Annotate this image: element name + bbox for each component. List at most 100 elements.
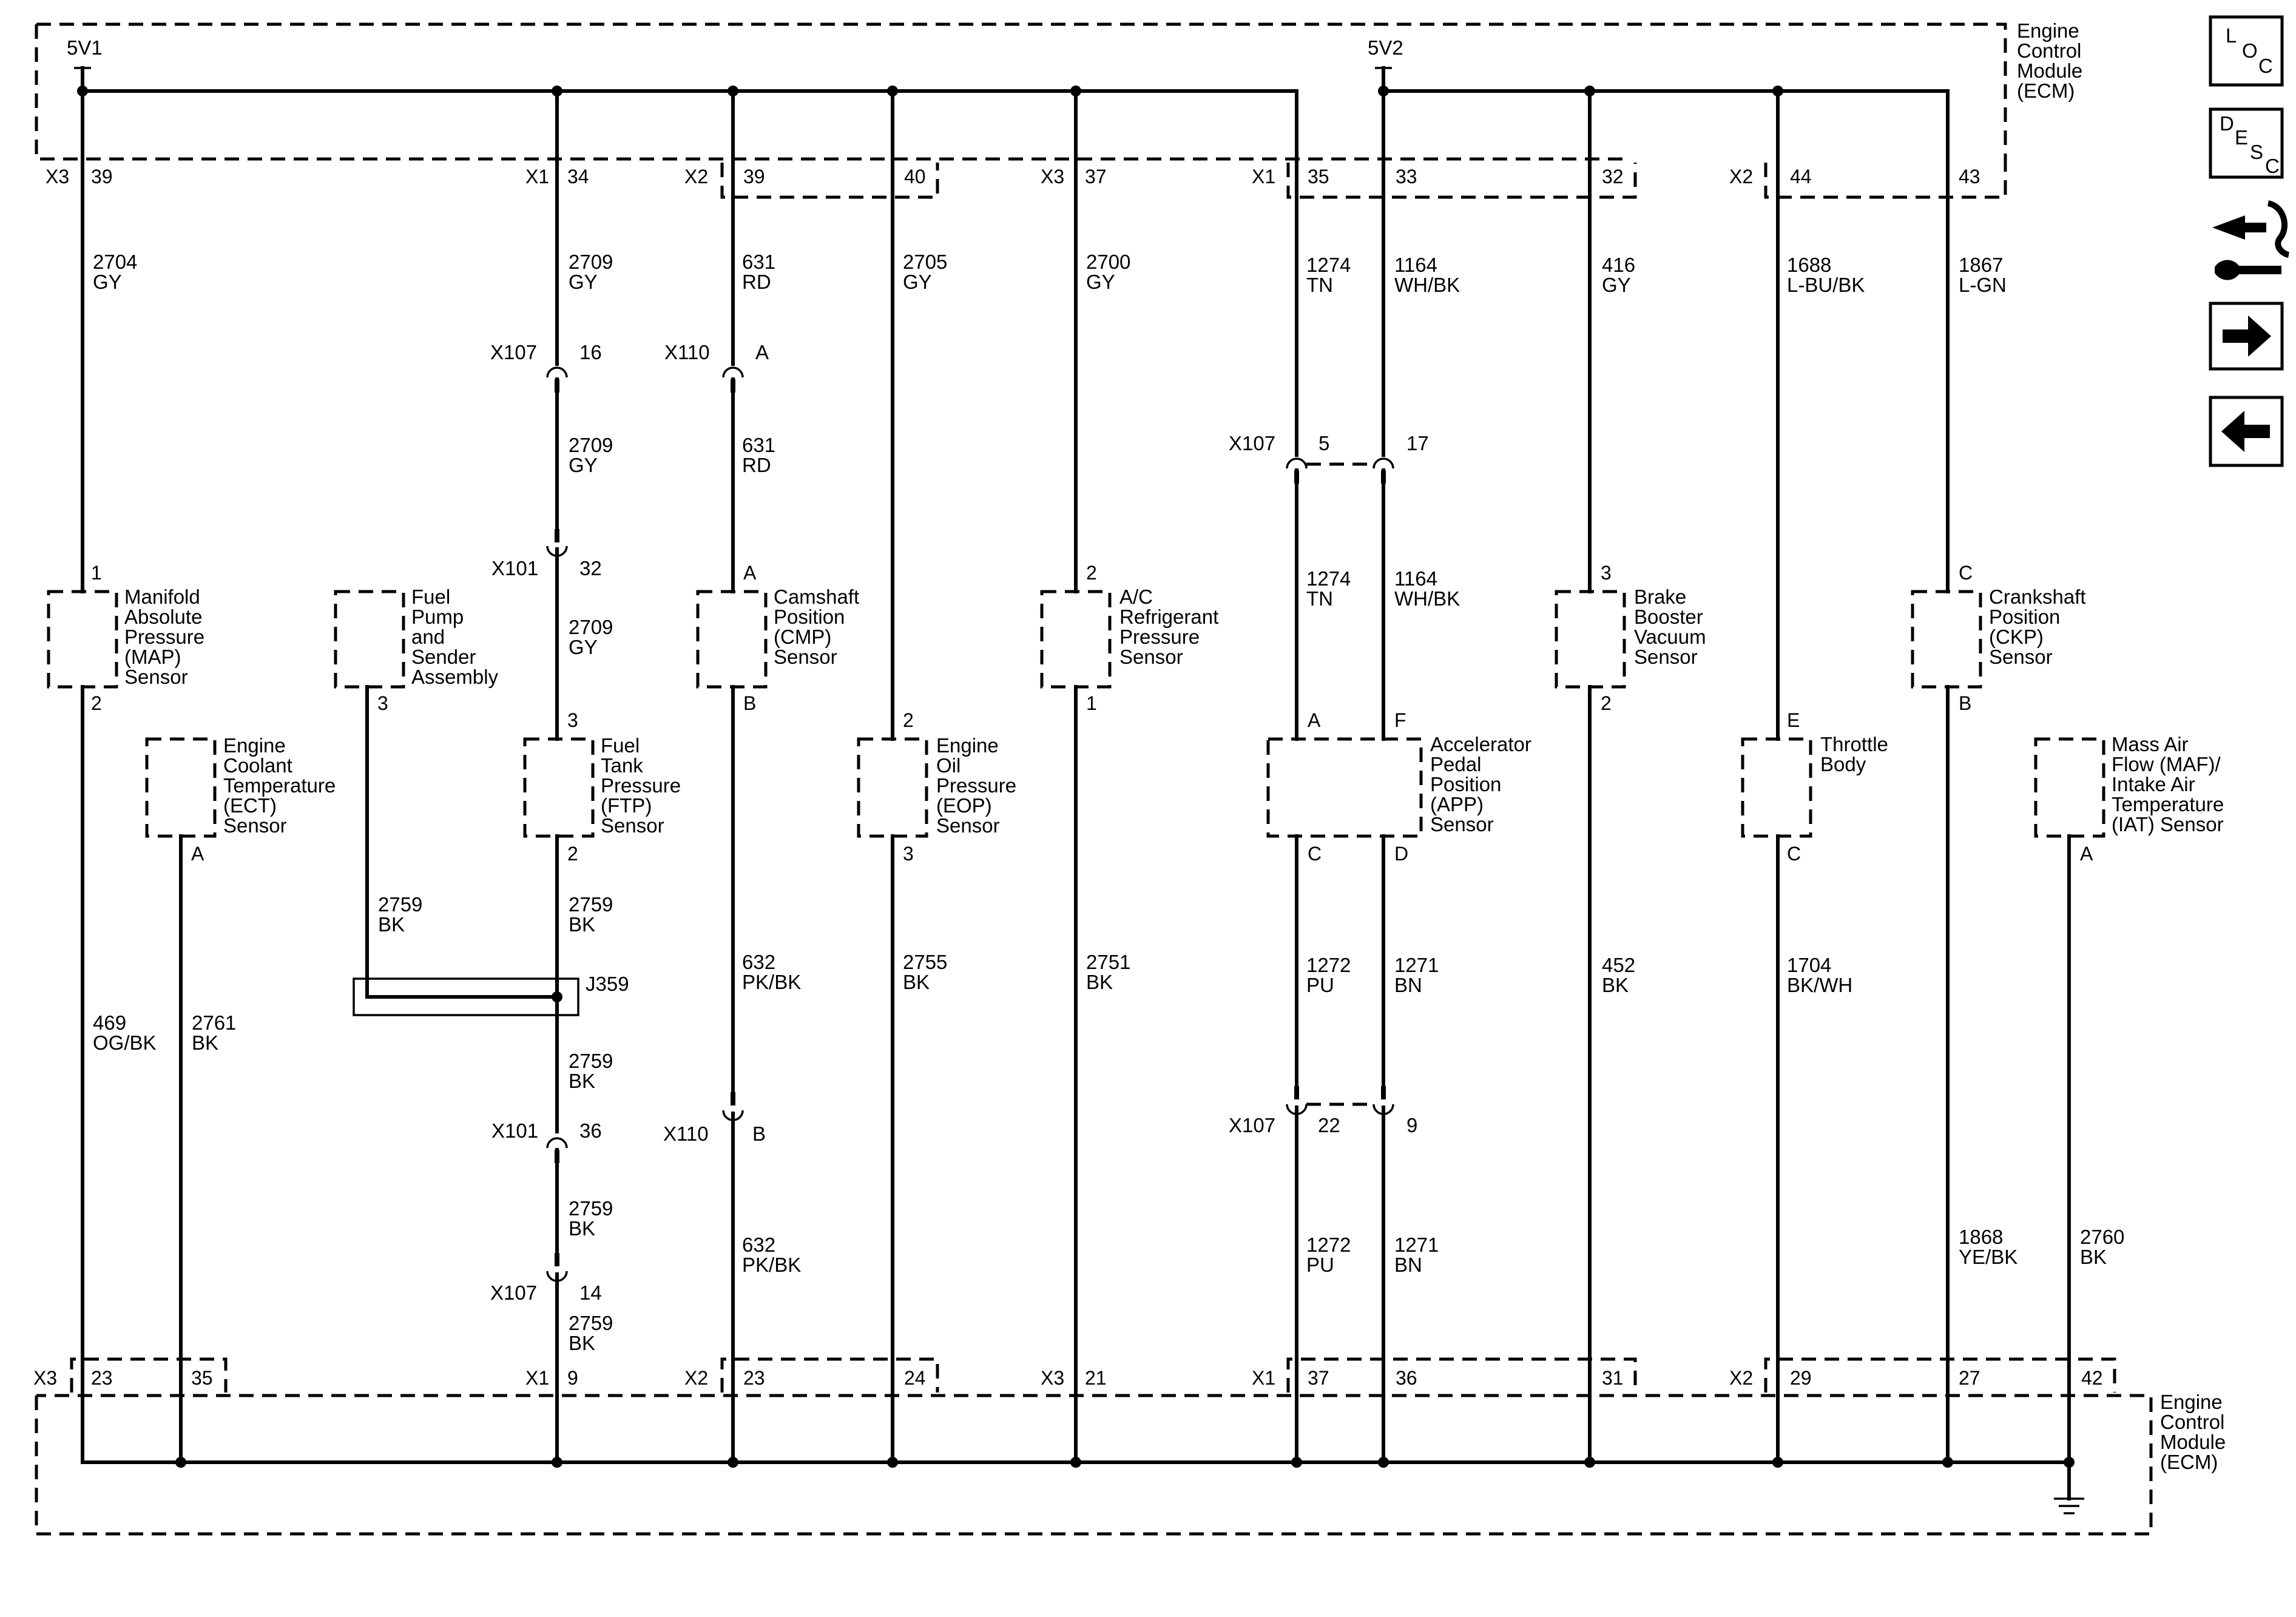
bottom-pin-label: 37 (1308, 1367, 1329, 1389)
top-pin-label: 39 (91, 166, 113, 187)
inline-connector-label: X107 (1229, 432, 1275, 454)
ftp-sensor: 3 2 Fuel Tank Pressure (FTP) Sensor (523, 709, 681, 865)
ckp-sensor: C B Crankshaft Position (CKP) Sensor (1911, 562, 2086, 714)
top-pin-label: 43 (1959, 166, 1980, 187)
svg-text:GY: GY (1086, 271, 1115, 293)
svg-text:Assembly: Assembly (411, 666, 499, 688)
svg-text:D: D (2220, 112, 2234, 135)
ecm-top-module: Engine Control Module (ECM) (35, 19, 2082, 161)
bottom-connector-brackets (70, 1357, 2116, 1393)
next-button[interactable] (2209, 302, 2284, 371)
eop-sensor: 2 3 Engine Oil Pressure (EOP) Sensor (857, 709, 1016, 865)
svg-text:Pressure: Pressure (1119, 626, 1200, 648)
svg-text:BK: BK (1086, 971, 1113, 993)
svg-text:(ECT): (ECT) (223, 794, 277, 817)
svg-text:PK/BK: PK/BK (742, 1254, 801, 1276)
svg-text:C: C (2265, 155, 2280, 177)
svg-text:E: E (1787, 709, 1800, 731)
svg-text:2759: 2759 (569, 1312, 613, 1334)
svg-text:(APP): (APP) (1430, 793, 1484, 815)
svg-text:BK: BK (569, 1217, 595, 1240)
svg-text:A/C: A/C (1119, 586, 1153, 608)
svg-text:2759: 2759 (569, 1197, 613, 1220)
svg-text:Position: Position (774, 606, 845, 628)
svg-text:Mass Air: Mass Air (2112, 733, 2189, 755)
svg-text:BK: BK (2080, 1246, 2107, 1268)
inline-connector-pin: 14 (579, 1281, 602, 1304)
svg-text:L-GN: L-GN (1959, 274, 2007, 296)
bottom-pin-label: 36 (1396, 1367, 1417, 1389)
top-pin-label: 40 (904, 166, 926, 187)
bottom-pin-label: 42 (2081, 1367, 2103, 1389)
svg-text:TN: TN (1306, 274, 1333, 296)
inline-connector-pin: 36 (579, 1119, 602, 1142)
inline-connector-pin: 32 (579, 557, 602, 579)
svg-text:2759: 2759 (569, 893, 613, 916)
throttle-body: E C Throttle Body (1741, 709, 1888, 865)
bottom-pin-label: 29 (1790, 1367, 1812, 1389)
svg-text:Pedal: Pedal (1430, 753, 1481, 775)
svg-text:Sensor: Sensor (1634, 646, 1698, 668)
svg-text:BK/WH: BK/WH (1787, 974, 1852, 996)
svg-text:3: 3 (903, 843, 914, 865)
svg-text:2709: 2709 (569, 251, 613, 273)
inline-connector-pin: 17 (1406, 432, 1429, 454)
svg-text:1271: 1271 (1394, 1234, 1439, 1256)
svg-text:Pressure: Pressure (601, 774, 681, 797)
svg-text:1272: 1272 (1306, 954, 1351, 976)
bottom-pin-label: 21 (1085, 1367, 1107, 1389)
svg-text:2700: 2700 (1086, 251, 1130, 273)
bottom-pin-label: 27 (1959, 1367, 1980, 1389)
splice-label: J359 (586, 973, 629, 995)
connector-tool-button[interactable] (2212, 200, 2290, 280)
svg-text:Position: Position (1989, 606, 2060, 628)
svg-text:632: 632 (742, 1234, 775, 1256)
inline-connector-symbols: X107 16 X110 A X101 32 X107 5 17 X101 36… (490, 341, 1429, 1304)
svg-text:2705: 2705 (903, 251, 947, 273)
svg-text:Accelerator: Accelerator (1430, 733, 1531, 755)
inline-connector-label: X107 (490, 1281, 537, 1304)
connector-tool-icon (2212, 200, 2290, 280)
svg-text:Flow (MAF)/: Flow (MAF)/ (2112, 753, 2221, 775)
svg-text:Sensor: Sensor (774, 646, 837, 668)
svg-text:RD: RD (742, 454, 771, 476)
bottom-pin-label: 23 (91, 1367, 113, 1389)
inline-connector-label: X110 (663, 1122, 709, 1145)
svg-text:BK: BK (378, 913, 405, 936)
top-pin-label: 34 (567, 166, 589, 187)
wire-segments (81, 89, 2071, 1464)
svg-text:B: B (1959, 692, 1971, 714)
loc-button[interactable]: L O C (2209, 15, 2284, 87)
back-button[interactable] (2209, 396, 2284, 467)
svg-text:631: 631 (742, 251, 775, 273)
bottom-conn-label: X3 (1041, 1367, 1064, 1389)
inline-connector-label: X107 (490, 341, 537, 363)
top-pin-labels: X3 39 X1 34 X2 39 40 X3 37 X1 35 33 32 X… (46, 166, 1980, 187)
svg-text:2709: 2709 (569, 434, 613, 456)
svg-text:Sensor: Sensor (1119, 646, 1183, 668)
desc-button[interactable]: D E S C (2209, 107, 2284, 179)
svg-text:1688: 1688 (1787, 254, 1831, 276)
svg-text:GY: GY (1602, 274, 1631, 296)
svg-text:Intake Air: Intake Air (2112, 773, 2195, 795)
top-pin-label: 32 (1602, 166, 1624, 187)
svg-text:and: and (411, 626, 445, 648)
svg-text:C: C (2258, 55, 2273, 77)
inline-connector-label: X101 (491, 557, 538, 579)
inline-connector-pin: 5 (1319, 432, 1329, 454)
svg-text:E: E (2235, 126, 2248, 149)
svg-text:BK: BK (903, 971, 930, 993)
